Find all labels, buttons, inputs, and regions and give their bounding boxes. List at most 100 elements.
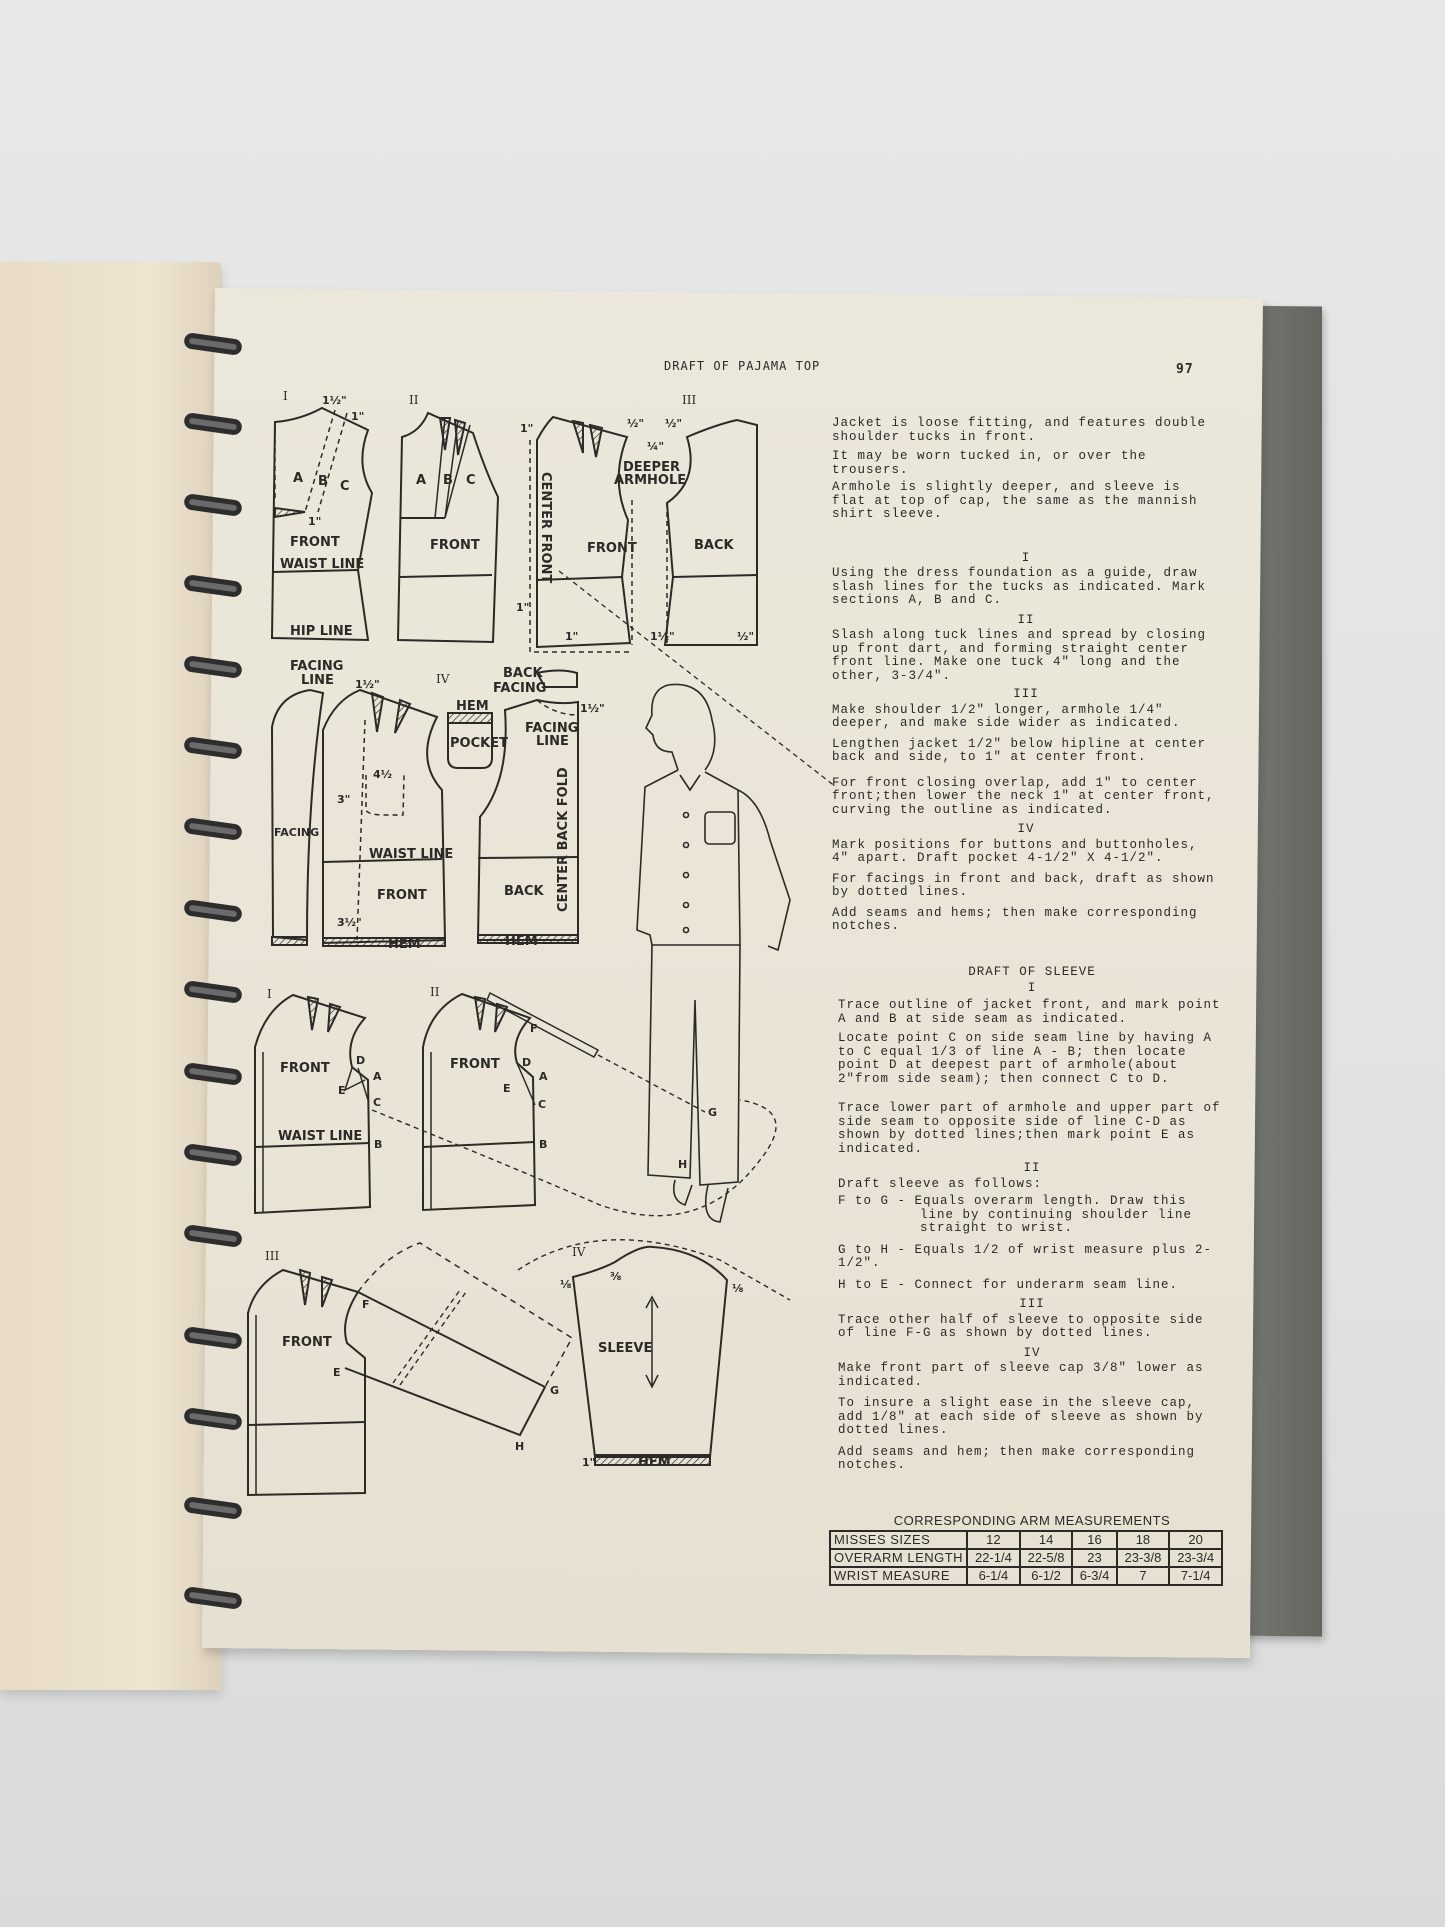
measure-label: 1" — [351, 410, 364, 423]
back-facing-label: FACING — [493, 681, 546, 696]
connector-line — [558, 570, 837, 788]
step-paragraph: For facings in front and back, draft as … — [832, 871, 1215, 899]
step-paragraph: Locate point C on side seam line by havi… — [838, 1031, 1213, 1086]
step-paragraph: For front closing overlap, add 1" to cen… — [832, 775, 1215, 817]
back-label: BACK — [504, 884, 545, 899]
section-label: C — [466, 473, 476, 488]
armhole-label: ARMHOLE — [614, 473, 686, 488]
measure-label: ¼" — [647, 440, 664, 453]
point-label: H — [678, 1158, 687, 1171]
woman-illustration — [636, 683, 791, 1223]
step-heading: III — [1013, 687, 1039, 701]
step-paragraph: Using the dress foundation as a guide, d… — [832, 566, 1207, 607]
intro-paragraph: It may be worn tucked in, or over the tr… — [832, 449, 1147, 477]
waist-line-label: WAIST LINE — [369, 847, 453, 862]
step-paragraph: Lengthen jacket 1/2" below hipline at ce… — [832, 736, 1207, 764]
point-label: G — [550, 1384, 559, 1397]
measure-label: ⅛ — [732, 1282, 743, 1295]
step-paragraph: H to E - Connect for underarm seam line. — [838, 1277, 1179, 1292]
point-label: C — [373, 1096, 381, 1109]
section-label: A — [416, 473, 426, 488]
step-paragraph: Add seams and hem; then make correspondi… — [838, 1444, 1196, 1472]
measure-label: 1" — [516, 601, 529, 614]
point-label: D — [356, 1054, 365, 1067]
point-label: F — [362, 1298, 370, 1311]
diagram-numeral: III — [265, 1249, 279, 1263]
point-label: F — [530, 1022, 538, 1035]
sleeve-diagram-IV — [571, 1245, 729, 1466]
measure-label: ⅛ — [560, 1278, 571, 1291]
point-label: B — [539, 1138, 547, 1151]
table-cell: 23-3/8 — [1115, 1547, 1171, 1568]
row-header: OVERARM LENGTH — [828, 1547, 969, 1568]
front-diagram-IV — [322, 688, 447, 947]
deeper-label: DEEPER — [623, 460, 680, 475]
facing-line-label: FACING — [290, 659, 343, 674]
hip-line-label: HIP LINE — [290, 624, 353, 639]
pocket-diagram — [447, 712, 493, 769]
sleeve-label: SLEEVE — [598, 1341, 652, 1356]
sleeve-text-column: DRAFT OF SLEEVE I Trace outline of jacke… — [828, 965, 1226, 1586]
table-title: CORRESPONDING ARM MEASUREMENTS — [893, 1512, 1171, 1528]
step-heading: I — [1027, 980, 1037, 995]
bodice-diagram-II — [396, 411, 500, 644]
section-label: C — [340, 479, 350, 494]
pocket-label: POCKET — [450, 736, 508, 751]
table-cell: 7-1/4 — [1168, 1565, 1223, 1586]
point-label: A — [373, 1070, 382, 1083]
back-label: BACK — [694, 538, 735, 553]
diagram-numeral: IV — [436, 672, 450, 686]
table-row: MISSES SIZES 12 14 16 18 20 — [828, 1529, 1223, 1550]
front-label: FRONT — [280, 1061, 330, 1076]
measure-label: 1" — [308, 515, 321, 528]
hem-label: HEM — [456, 699, 489, 714]
facing-line-label: LINE — [536, 734, 569, 749]
table-cell: 6-3/4 — [1071, 1565, 1118, 1586]
point-label: E — [333, 1366, 341, 1379]
hem-label: HEM — [638, 1455, 671, 1470]
table-cell: 20 — [1168, 1529, 1223, 1550]
step-paragraph: G to H - Equals 1/2 of wrist measure plu… — [838, 1242, 1213, 1270]
back-diagram-IV — [476, 669, 579, 944]
front-label: FRONT — [587, 541, 637, 556]
point-label: A — [539, 1070, 548, 1083]
bodice-diagram-I — [270, 406, 374, 642]
center-front-label: CENTER FRONT — [538, 472, 553, 583]
front-label: FRONT — [450, 1057, 500, 1072]
hem-label: HEM — [388, 937, 421, 952]
front-label: FRONT — [377, 888, 427, 903]
facing-line-label: FACING — [525, 721, 578, 736]
measure-label: ½" — [665, 417, 682, 430]
table-cell: 7 — [1115, 1565, 1171, 1586]
sleeve-diagram-III — [247, 1239, 791, 1497]
center-back-fold-label: CENTER BACK FOLD — [556, 767, 571, 912]
sleeve-diagram-I — [254, 993, 372, 1215]
step-paragraph: Add seams and hems; then make correspond… — [832, 905, 1198, 933]
section-label: B — [318, 474, 328, 489]
table-cell: 6-1/2 — [1018, 1565, 1074, 1586]
sleeve-title: DRAFT OF SLEEVE — [968, 965, 1096, 979]
table-cell: 6-1/4 — [966, 1565, 1021, 1586]
measure-label: ⅜ — [610, 1270, 621, 1283]
measure-label: 1½" — [355, 678, 380, 691]
section-label: A — [293, 471, 303, 486]
point-label: G — [708, 1106, 717, 1119]
table-cell: 12 — [966, 1529, 1021, 1550]
table-cell: 14 — [1018, 1529, 1074, 1550]
table-cell: 22-5/8 — [1018, 1547, 1074, 1568]
intro-paragraph: Jacket is loose fitting, and features do… — [832, 416, 1207, 444]
step-paragraph: Make front part of sleeve cap 3/8" lower… — [838, 1361, 1204, 1389]
sleeve-diagram-II — [371, 991, 777, 1217]
table-cell: 18 — [1115, 1529, 1171, 1550]
facing-line-label: LINE — [301, 673, 334, 688]
arm-measurements-table: MISSES SIZES 12 14 16 18 20 OVERARM LENG… — [828, 1529, 1223, 1586]
diagram-numeral: II — [409, 393, 419, 407]
step-paragraph: Mark positions for buttons and buttonhol… — [832, 837, 1198, 865]
measure-label: ½" — [627, 417, 644, 430]
step-heading: III — [1019, 1297, 1045, 1311]
facing-label: FACING — [274, 826, 319, 839]
page-number: 97 — [1176, 362, 1194, 377]
measure-label: 1½" — [580, 702, 605, 715]
point-label: B — [374, 1138, 382, 1151]
